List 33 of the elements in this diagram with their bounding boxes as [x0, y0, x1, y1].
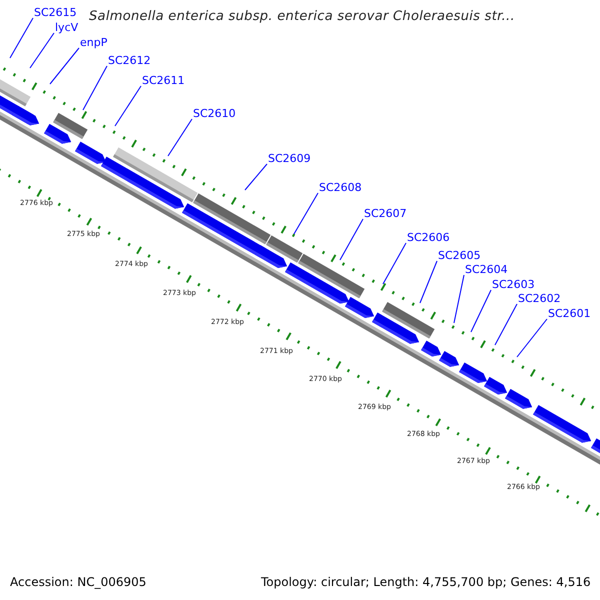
gene-label: SC2603 — [492, 279, 535, 291]
gene-label: SC2607 — [364, 208, 407, 220]
gene-label: SC2610 — [193, 108, 236, 120]
leader-line — [382, 242, 406, 284]
gene-label: SC2612 — [108, 55, 151, 67]
gene-label: SC2601 — [548, 308, 591, 320]
leader-line — [10, 18, 34, 58]
leader-line — [50, 48, 80, 84]
leader-line — [244, 164, 268, 190]
leader-line — [420, 260, 438, 304]
leader-line — [114, 86, 142, 126]
gene-label: enpP — [80, 37, 108, 49]
leader-line — [516, 318, 548, 358]
leader-line — [454, 274, 464, 324]
leader-line — [494, 304, 518, 346]
leader-line — [470, 290, 492, 332]
gene-label: SC2606 — [407, 232, 450, 244]
gene-label: SC2608 — [319, 182, 362, 194]
leader-line — [340, 218, 364, 260]
accession-text: Accession: NC_006905 — [10, 575, 146, 589]
gene-label: SC2602 — [518, 293, 561, 305]
genome-stats-text: Topology: circular; Length: 4,755,700 bp; Genes: 4,516 — [261, 575, 591, 589]
leader-line — [294, 192, 318, 234]
leader-line — [30, 32, 54, 68]
gene-label: SC2604 — [465, 264, 508, 276]
gene-label: SC2611 — [142, 75, 185, 87]
leader-line — [168, 118, 192, 156]
gene-label: SC2605 — [438, 250, 481, 262]
map-title: Salmonella enterica subsp. enterica serovar Choleraesuis str... — [89, 9, 515, 25]
gene-label: lycV — [55, 22, 78, 34]
gene-label: SC2609 — [268, 153, 311, 165]
leader-line — [82, 66, 108, 110]
gene-label: SC2615 — [34, 7, 77, 19]
